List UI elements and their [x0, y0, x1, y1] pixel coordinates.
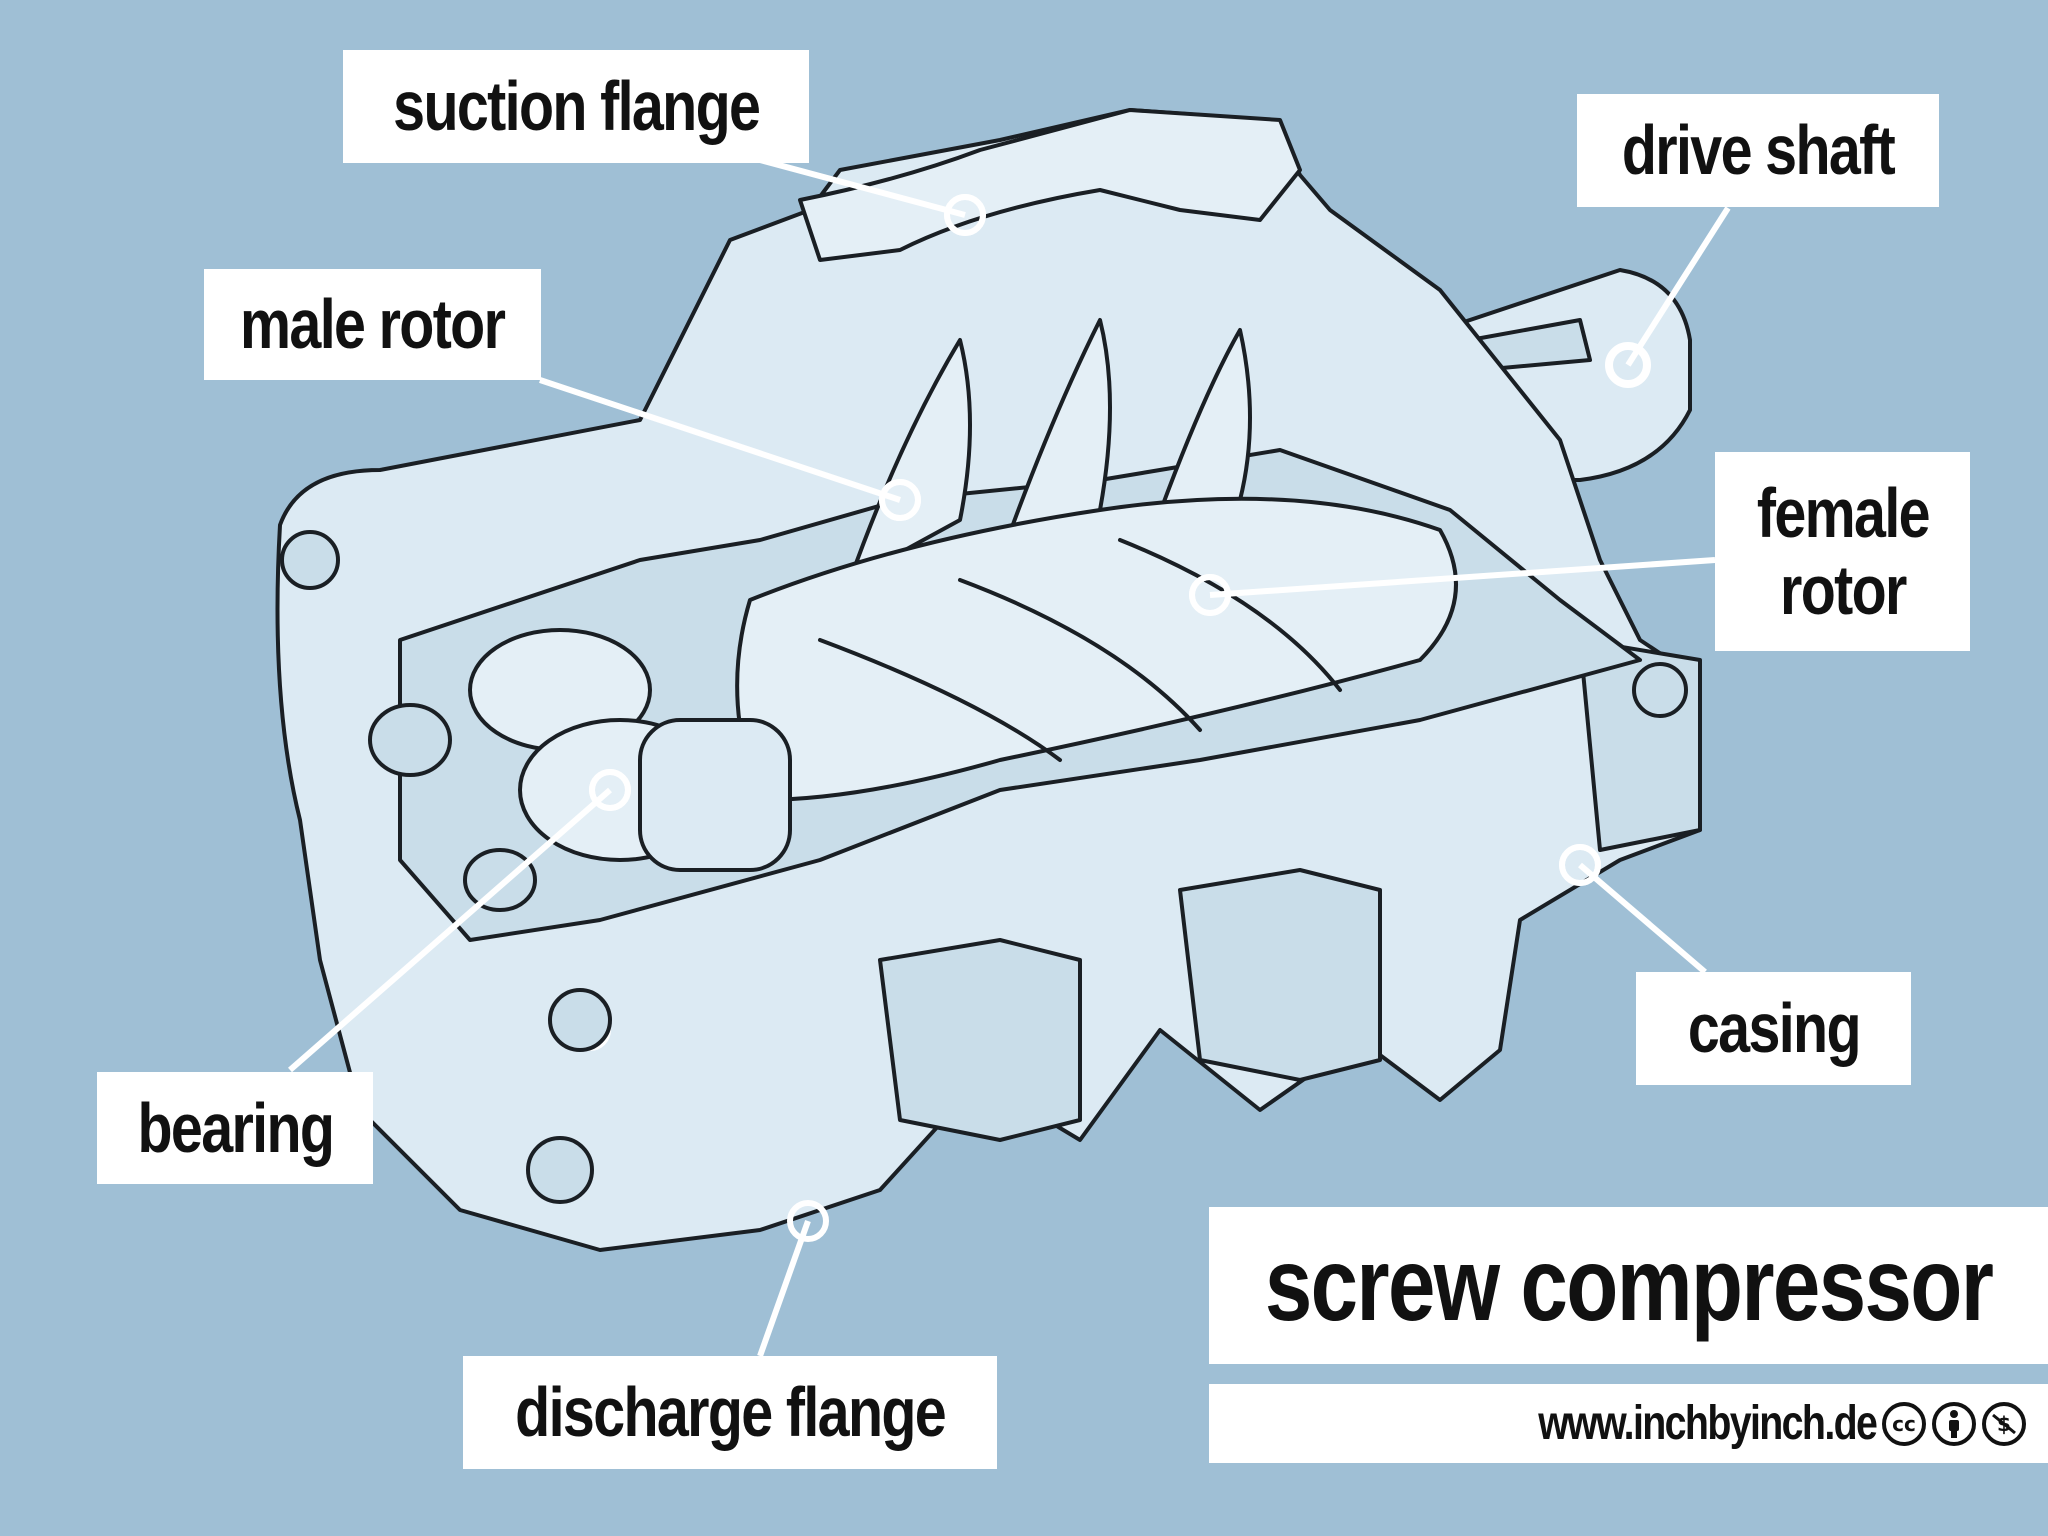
compressor-drawing [275, 108, 1702, 1252]
label-bearing-text: bearing [137, 1088, 334, 1167]
leader-dot-drive-shaft [1607, 344, 1649, 386]
leader-casing [1578, 862, 1707, 975]
label-suction-flange: suction flange [343, 50, 809, 163]
credit-bar: www.inchbyinch.de cc $ [1209, 1384, 2048, 1463]
label-male-rotor-text: male rotor [240, 285, 506, 363]
leader-dot-discharge [787, 1200, 829, 1242]
leader-dot-female-rotor [1189, 574, 1231, 616]
leader-dot-casing [1559, 844, 1601, 886]
leader-dot-bearing [589, 769, 631, 811]
leader-suction-flange [759, 157, 966, 218]
label-female-rotor-text: female rotor [1756, 473, 1930, 629]
page-title: screw compressor [1264, 1227, 1994, 1344]
label-male-rotor: male rotor [204, 269, 541, 380]
cc-icon: cc [1882, 1401, 1926, 1446]
title-box: screw compressor [1209, 1207, 2048, 1364]
leader-lines [288, 157, 1731, 1358]
label-drive-shaft: drive shaft [1577, 94, 1939, 207]
label-casing: casing [1636, 972, 1911, 1085]
male-rotor-part [848, 318, 1252, 582]
leader-end-circles [589, 194, 1649, 1242]
leader-dot-suction [944, 194, 986, 236]
label-discharge-flange: discharge flange [463, 1356, 997, 1469]
label-discharge-flange-text: discharge flange [515, 1373, 947, 1451]
label-bearing: bearing [97, 1072, 373, 1184]
by-attribution-icon [1932, 1401, 1976, 1446]
website-url[interactable]: www.inchbyinch.de [1537, 1397, 1878, 1450]
license-icons: cc $ [1882, 1401, 2026, 1446]
leader-female-rotor [1209, 557, 1716, 598]
leader-discharge-flange [757, 1219, 811, 1358]
label-casing-text: casing [1687, 989, 1861, 1067]
leader-bearing [288, 787, 612, 1073]
label-drive-shaft-text: drive shaft [1621, 111, 1896, 189]
label-suction-flange-text: suction flange [392, 67, 761, 145]
leader-drive-shaft [1625, 206, 1731, 367]
non-commercial-icon: $ [1982, 1401, 2026, 1446]
label-female-rotor: female rotor [1715, 452, 1970, 651]
leader-male-rotor [539, 377, 901, 503]
leader-dot-male-rotor [879, 479, 921, 521]
